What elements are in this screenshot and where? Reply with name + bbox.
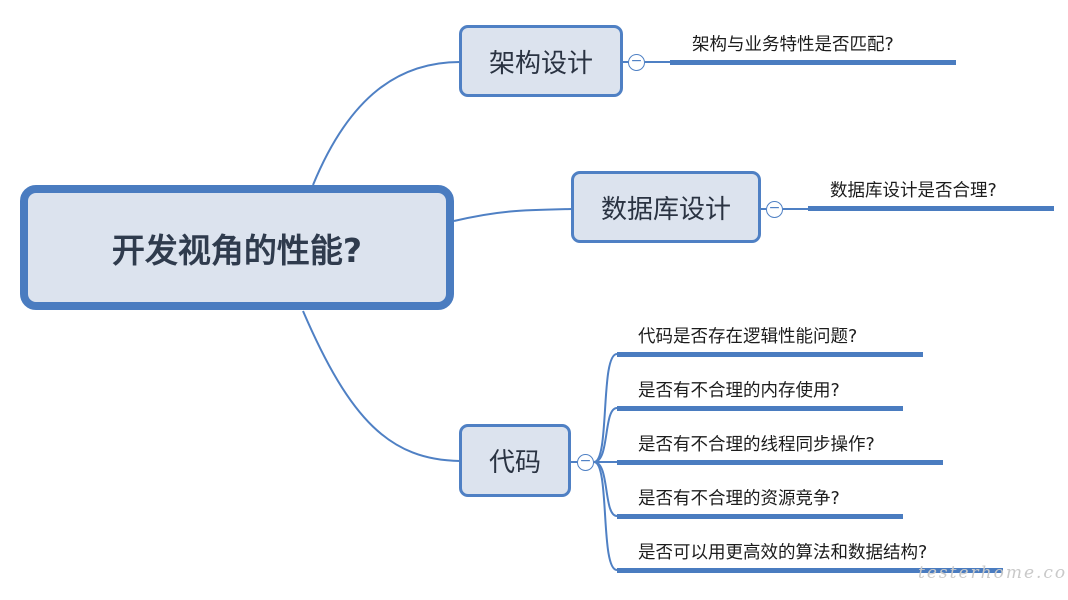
leaf-code-5[interactable]: 是否可以用更高效的算法和数据结构? [638, 543, 928, 563]
collapse-toggle-code[interactable]: − [577, 454, 594, 471]
root-label: 开发视角的性能? [111, 230, 363, 270]
branch-node-code[interactable]: 代码 [459, 424, 571, 497]
leaf-underline [617, 568, 1003, 573]
branch-label-architecture: 架构设计 [488, 48, 593, 79]
branch-label-code: 代码 [488, 448, 541, 478]
root-to-architecture-connector [312, 61, 461, 186]
leaf-code-1[interactable]: 代码是否存在逻辑性能问题? [638, 327, 858, 347]
leaf-underline [617, 460, 943, 465]
code-leaf-connector-5 [593, 461, 618, 571]
watermark-text: testerhome.com [918, 563, 1068, 583]
leaf-database-1[interactable]: 数据库设计是否合理? [830, 181, 997, 201]
leaf-code-3[interactable]: 是否有不合理的线程同步操作? [638, 435, 875, 455]
branch-label-database: 数据库设计 [600, 194, 731, 225]
leaf-code-2[interactable]: 是否有不合理的内存使用? [638, 381, 840, 401]
leaf-underline [617, 406, 903, 411]
leaf-underline [670, 60, 956, 65]
minus-icon: − [579, 453, 592, 469]
collapse-toggle-architecture[interactable]: − [628, 54, 645, 71]
root-to-database-connector [453, 208, 573, 222]
code-leaf-connector-2 [593, 407, 618, 463]
leaf-underline [808, 206, 1054, 211]
branch-node-database[interactable]: 数据库设计 [571, 171, 761, 243]
root-to-code-connector [302, 310, 461, 462]
leaf-code-4[interactable]: 是否有不合理的资源竞争? [638, 489, 840, 509]
collapse-toggle-database[interactable]: − [766, 201, 783, 218]
leaf-underline [617, 514, 903, 519]
leaf-underline [617, 352, 923, 357]
code-leaf-connector-1 [593, 353, 618, 463]
minus-icon: − [768, 200, 781, 216]
leaf-architecture-1[interactable]: 架构与业务特性是否匹配? [692, 35, 894, 55]
root-node[interactable]: 开发视角的性能? [20, 185, 454, 310]
minus-icon: − [630, 53, 643, 69]
branch-node-architecture[interactable]: 架构设计 [459, 25, 623, 97]
